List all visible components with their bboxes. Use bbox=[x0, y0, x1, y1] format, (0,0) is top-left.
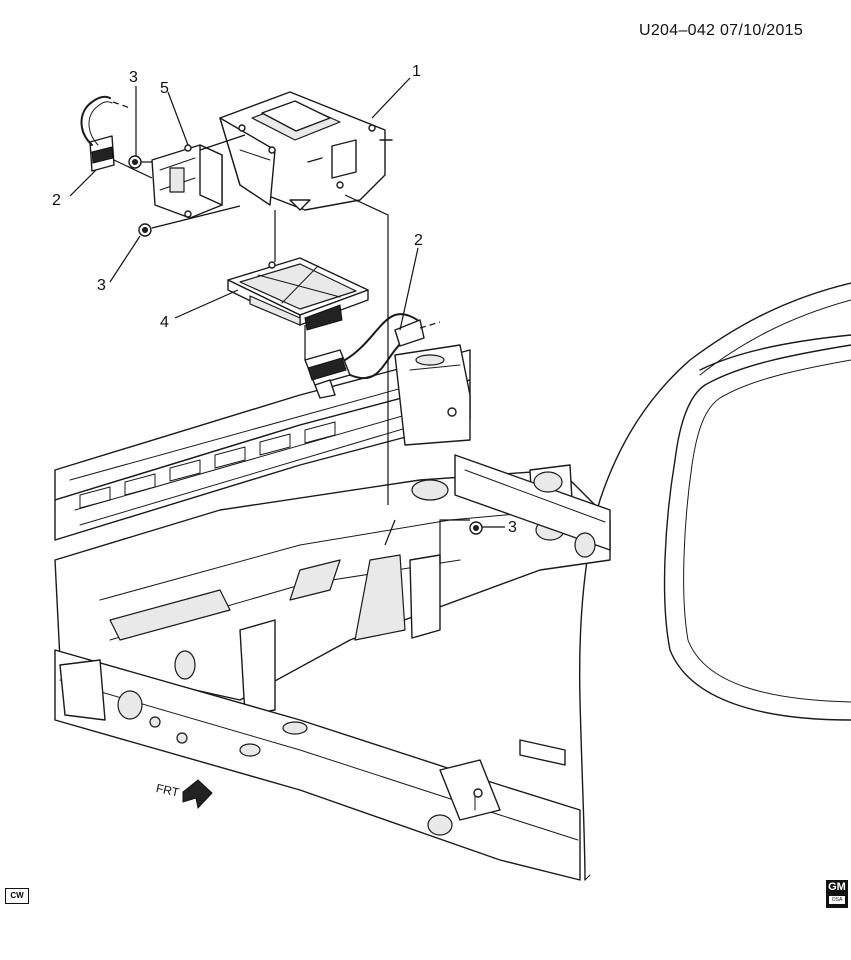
callout-leaders bbox=[69, 77, 505, 528]
connector-harness-part-2-lower bbox=[304, 313, 441, 399]
callout-label-3-top: 3 bbox=[129, 69, 138, 86]
gm-logo-subtext: OSA bbox=[829, 896, 845, 904]
nut-part-3-upper bbox=[128, 155, 142, 169]
front-direction-indicator: FRT bbox=[155, 779, 213, 810]
frame-right-rail bbox=[54, 649, 581, 881]
nut-part-3-middle bbox=[138, 223, 152, 237]
callout-label-2-lower: 2 bbox=[414, 232, 423, 249]
ecm-part-4 bbox=[227, 257, 369, 331]
module-part-5 bbox=[151, 144, 223, 219]
frame-rail-slots bbox=[79, 421, 336, 509]
front-indicator-label: FRT bbox=[155, 781, 181, 800]
callout-label-3-frame: 3 bbox=[508, 519, 517, 536]
callout-label-2-top: 2 bbox=[52, 192, 61, 209]
gm-logo-text: GM bbox=[828, 881, 846, 893]
cw-badge: CW bbox=[5, 888, 29, 904]
nut-part-3-frame bbox=[469, 521, 483, 535]
front-arrow-icon bbox=[182, 779, 213, 810]
ecm-bracket-part-1 bbox=[219, 91, 393, 211]
frame-rear-rail bbox=[454, 454, 611, 558]
connector-harness-part-2-top bbox=[80, 95, 131, 172]
callout-label-1: 1 bbox=[412, 63, 421, 80]
diagram-header-code: U204–042 07/10/2015 bbox=[639, 22, 804, 39]
cab-rear-window bbox=[663, 344, 851, 721]
cab-body-outline bbox=[578, 282, 851, 881]
assembly-lines bbox=[113, 134, 470, 565]
callout-label-3-middle: 3 bbox=[97, 277, 106, 294]
callout-label-5: 5 bbox=[160, 80, 169, 97]
callout-label-4: 4 bbox=[160, 314, 169, 331]
frame-mount-bracket bbox=[394, 344, 471, 446]
gm-logo: GM OSA bbox=[826, 880, 848, 908]
